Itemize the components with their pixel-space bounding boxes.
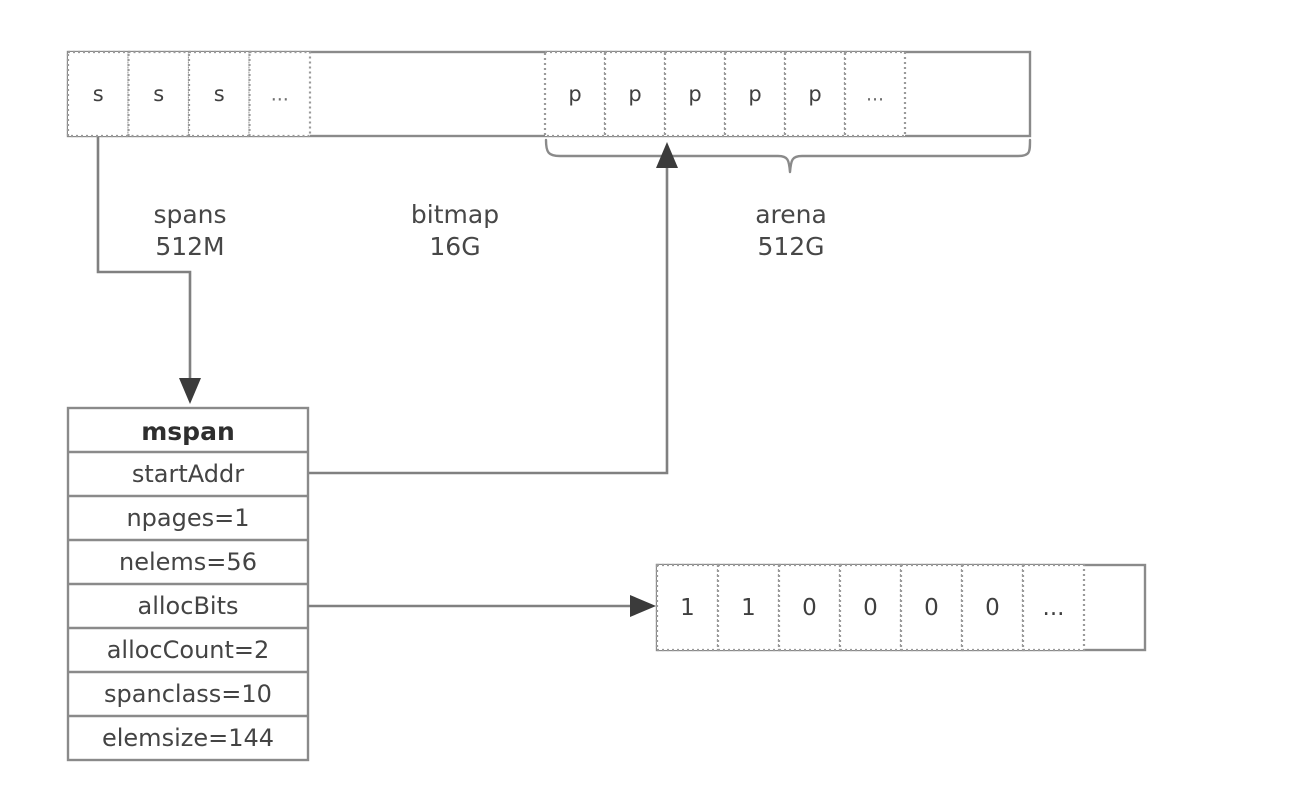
- arena-cell-group: p p p p p...: [543, 50, 907, 138]
- allocbits-cell-1-label: 1: [741, 595, 756, 621]
- region-label-bitmap: bitmap 16G: [411, 200, 499, 261]
- region-arena-name: arena: [755, 200, 827, 229]
- arena-cell-3: p: [723, 50, 787, 138]
- arena-brace: [544, 138, 1032, 174]
- spans-to-mspan-connector: [96, 137, 192, 386]
- mspan-row-2-label: nelems=56: [119, 548, 257, 576]
- allocbits-cell-4-label: 0: [924, 595, 939, 621]
- allocbits-cell-2-label: 0: [802, 595, 817, 621]
- mspan-row-2: nelems=56: [68, 538, 308, 576]
- mspan-row-0: startAddr: [132, 460, 244, 488]
- allocbits-to-array-arrowhead: [630, 595, 656, 617]
- region-arena-size: 512G: [757, 232, 824, 261]
- region-spans-size: 512M: [155, 232, 224, 261]
- arena-cell-3-label: p: [748, 82, 761, 106]
- allocbits-cell-3: 0: [838, 563, 903, 652]
- allocbits-cell-1: 1: [716, 563, 781, 652]
- arena-cell-5-label: ...: [866, 84, 884, 106]
- allocbits-cell-3-label: 0: [863, 595, 878, 621]
- region-bitmap-size: 16G: [429, 232, 480, 261]
- mspan-row-group: startAddr npages=1 nelems=56 allocBits alloc…: [68, 450, 308, 752]
- mspan-title: mspan: [141, 417, 235, 446]
- region-spans-name: spans: [153, 200, 226, 229]
- allocbits-cell-6-label: ...: [1043, 595, 1065, 621]
- spans-cell-2-label: s: [214, 82, 225, 106]
- startaddr-to-arena-connector: [308, 162, 669, 475]
- startaddr-to-arena-arrowhead: [656, 142, 678, 168]
- mspan-row-3-label: allocBits: [138, 592, 239, 620]
- mspan-row-3: allocBits: [68, 582, 308, 620]
- arena-cell-0: p: [543, 50, 607, 138]
- arena-cell-2: p: [663, 50, 727, 138]
- arena-cell-1: p: [603, 50, 667, 138]
- arena-cell-1-label: p: [628, 82, 641, 106]
- spans-cell-1-label: s: [153, 82, 164, 106]
- allocbits-cell-6: ...: [1021, 563, 1086, 652]
- allocbits-cell-0-label: 1: [680, 595, 695, 621]
- mspan-row-6-label: elemsize=144: [102, 724, 274, 752]
- allocbits-cell-4: 0: [899, 563, 964, 652]
- spans-cell-0-label: s: [93, 82, 104, 106]
- arena-cell-0-label: p: [568, 82, 581, 106]
- mspan-row-5-label: spanclass=10: [104, 680, 272, 708]
- mspan-row-6: elemsize=144: [68, 714, 308, 752]
- region-bitmap-name: bitmap: [411, 200, 499, 229]
- spans-cell-0: s: [66, 50, 130, 138]
- region-label-spans: spans 512M: [153, 200, 226, 261]
- mspan-row-1-label: npages=1: [126, 504, 249, 532]
- allocbits-cell-group: 1 1 0 0 0 0...: [655, 563, 1086, 652]
- region-label-arena: arena 512G: [755, 200, 827, 261]
- spans-cell-group: s s s...: [66, 50, 312, 138]
- arena-cell-2-label: p: [688, 82, 701, 106]
- allocbits-cell-0: 1: [655, 563, 720, 652]
- allocbits-cell-5: 0: [960, 563, 1025, 652]
- mspan-row-1: npages=1: [68, 494, 308, 532]
- arena-cell-4-label: p: [808, 82, 821, 106]
- arena-cell-4: p: [783, 50, 847, 138]
- spans-cell-1: s: [127, 50, 191, 138]
- spans-to-mspan-arrowhead: [179, 378, 201, 404]
- mspan-row-5: spanclass=10: [68, 670, 308, 708]
- spans-cell-3-label: ...: [271, 84, 289, 106]
- mspan-row-0-label: startAddr: [132, 460, 244, 488]
- spans-cell-2: s: [187, 50, 251, 138]
- spans-cell-3: ...: [248, 50, 312, 138]
- allocbits-cell-2: 0: [777, 563, 842, 652]
- mspan-row-4-label: allocCount=2: [107, 636, 270, 664]
- arena-cell-5: ...: [843, 50, 907, 138]
- allocbits-cell-5-label: 0: [985, 595, 1000, 621]
- mspan-row-4: allocCount=2: [68, 626, 308, 664]
- mspan-table: mspan startAddr npages=1 nelems=56 allocBit…: [66, 406, 310, 762]
